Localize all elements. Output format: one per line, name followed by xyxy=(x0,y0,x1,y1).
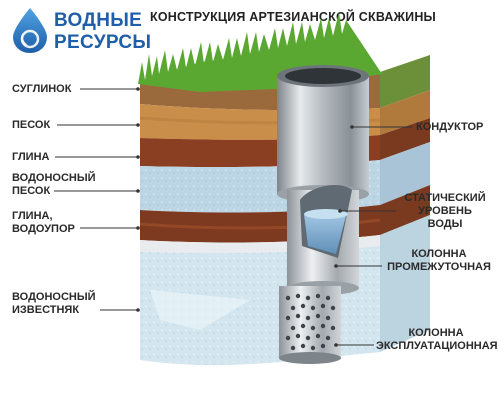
leader-lines-left xyxy=(54,88,138,311)
label-production-line2: ЭКСПЛУАТАЦИОННАЯ xyxy=(376,340,498,352)
label-limestone-line2: ИЗВЕСТНЯК xyxy=(12,304,80,316)
logo-text-line1: ВОДНЫЕ xyxy=(54,10,143,31)
label-clay: ГЛИНА xyxy=(12,151,50,163)
label-aquiclude-line2: ВОДОУПОР xyxy=(12,223,75,235)
page-title: КОНСТРУКЦИЯ АРТЕЗИАНСКОЙ СКВАЖИНЫ xyxy=(150,10,436,24)
logo-text-line2: РЕСУРСЫ xyxy=(54,32,152,53)
label-limestone: ВОДОНОСНЫЙ ИЗВЕСТНЯК xyxy=(12,291,96,317)
label-intermediate-line2: ПРОМЕЖУТОЧНАЯ xyxy=(387,261,491,273)
label-sand: ПЕСОК xyxy=(12,119,51,131)
soil-side-face xyxy=(380,55,430,352)
label-aquifer-sand-line2: ПЕСОК xyxy=(12,185,51,197)
label-static-line3: ВОДЫ xyxy=(427,218,463,230)
label-static-line2: УРОВЕНЬ xyxy=(418,205,472,217)
brand-logo: ВОДНЫЕ РЕСУРСЫ xyxy=(6,4,151,56)
label-production-line1: КОЛОННА xyxy=(408,327,464,339)
label-production-column: КОЛОННА ЭКСПЛУАТАЦИОННАЯ xyxy=(376,327,498,353)
label-aquiclude-line1: ГЛИНА, xyxy=(12,210,53,222)
label-aquifer-sand: ВОДОНОСНЫЙ ПЕСОК xyxy=(12,172,96,198)
label-intermediate-line1: КОЛОННА xyxy=(411,248,467,260)
conductor-pipe xyxy=(277,65,369,203)
water-drop-icon xyxy=(13,8,47,53)
label-limestone-line1: ВОДОНОСНЫЙ xyxy=(12,291,96,303)
label-loam: СУГЛИНОК xyxy=(12,83,72,95)
label-static-level: СТАТИЧЕСКИЙ УРОВЕНЬ ВОДЫ xyxy=(398,192,492,231)
label-intermediate-column: КОЛОННА ПРОМЕЖУТОЧНАЯ xyxy=(384,248,494,274)
static-water-level xyxy=(300,185,352,258)
leader-lines-right xyxy=(336,126,412,346)
label-aquiclude: ГЛИНА, ВОДОУПОР xyxy=(12,210,75,236)
label-static-line1: СТАТИЧЕСКИЙ xyxy=(404,192,486,204)
production-column xyxy=(279,286,341,364)
label-conductor: КОНДУКТОР xyxy=(416,121,484,133)
label-aquifer-sand-line1: ВОДОНОСНЫЙ xyxy=(12,172,96,184)
